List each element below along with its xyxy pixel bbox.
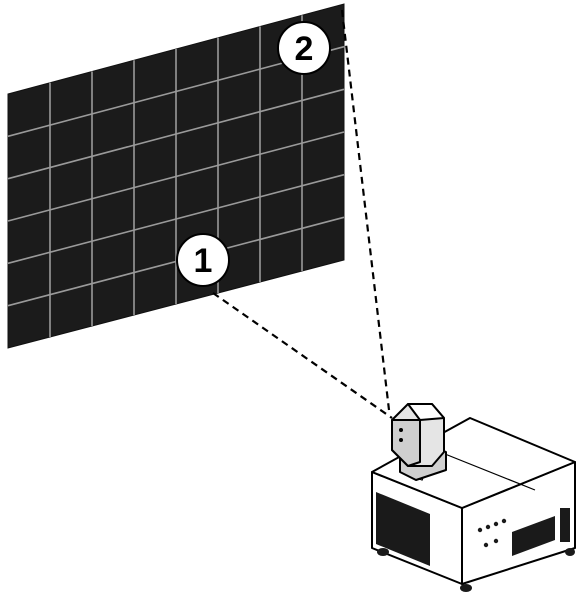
grid-line-horizontal xyxy=(7,216,345,307)
grid-line-horizontal xyxy=(7,131,345,222)
projector-buttons xyxy=(477,518,507,548)
projector-lens xyxy=(391,403,445,467)
projector-top-seam xyxy=(429,447,536,491)
projector-vent xyxy=(376,492,430,566)
callout-1-label: 1 xyxy=(194,242,213,280)
projection-beams xyxy=(212,9,393,419)
projector-feet xyxy=(377,548,575,592)
callout-2-circle xyxy=(277,21,331,75)
beam-line-2 xyxy=(340,9,391,411)
grid-line-horizontal xyxy=(7,173,345,265)
callout-1-circle xyxy=(176,233,230,287)
callout-1: 1 xyxy=(176,233,230,287)
screen-grid xyxy=(7,15,345,337)
projection-screen xyxy=(7,3,345,349)
beam-line-1 xyxy=(212,292,393,419)
callout-2: 2 xyxy=(277,21,331,75)
projector-control-panel xyxy=(512,508,570,556)
projector-icon xyxy=(371,403,576,592)
callout-2-label: 2 xyxy=(295,30,314,68)
grid-line-horizontal xyxy=(7,88,345,180)
